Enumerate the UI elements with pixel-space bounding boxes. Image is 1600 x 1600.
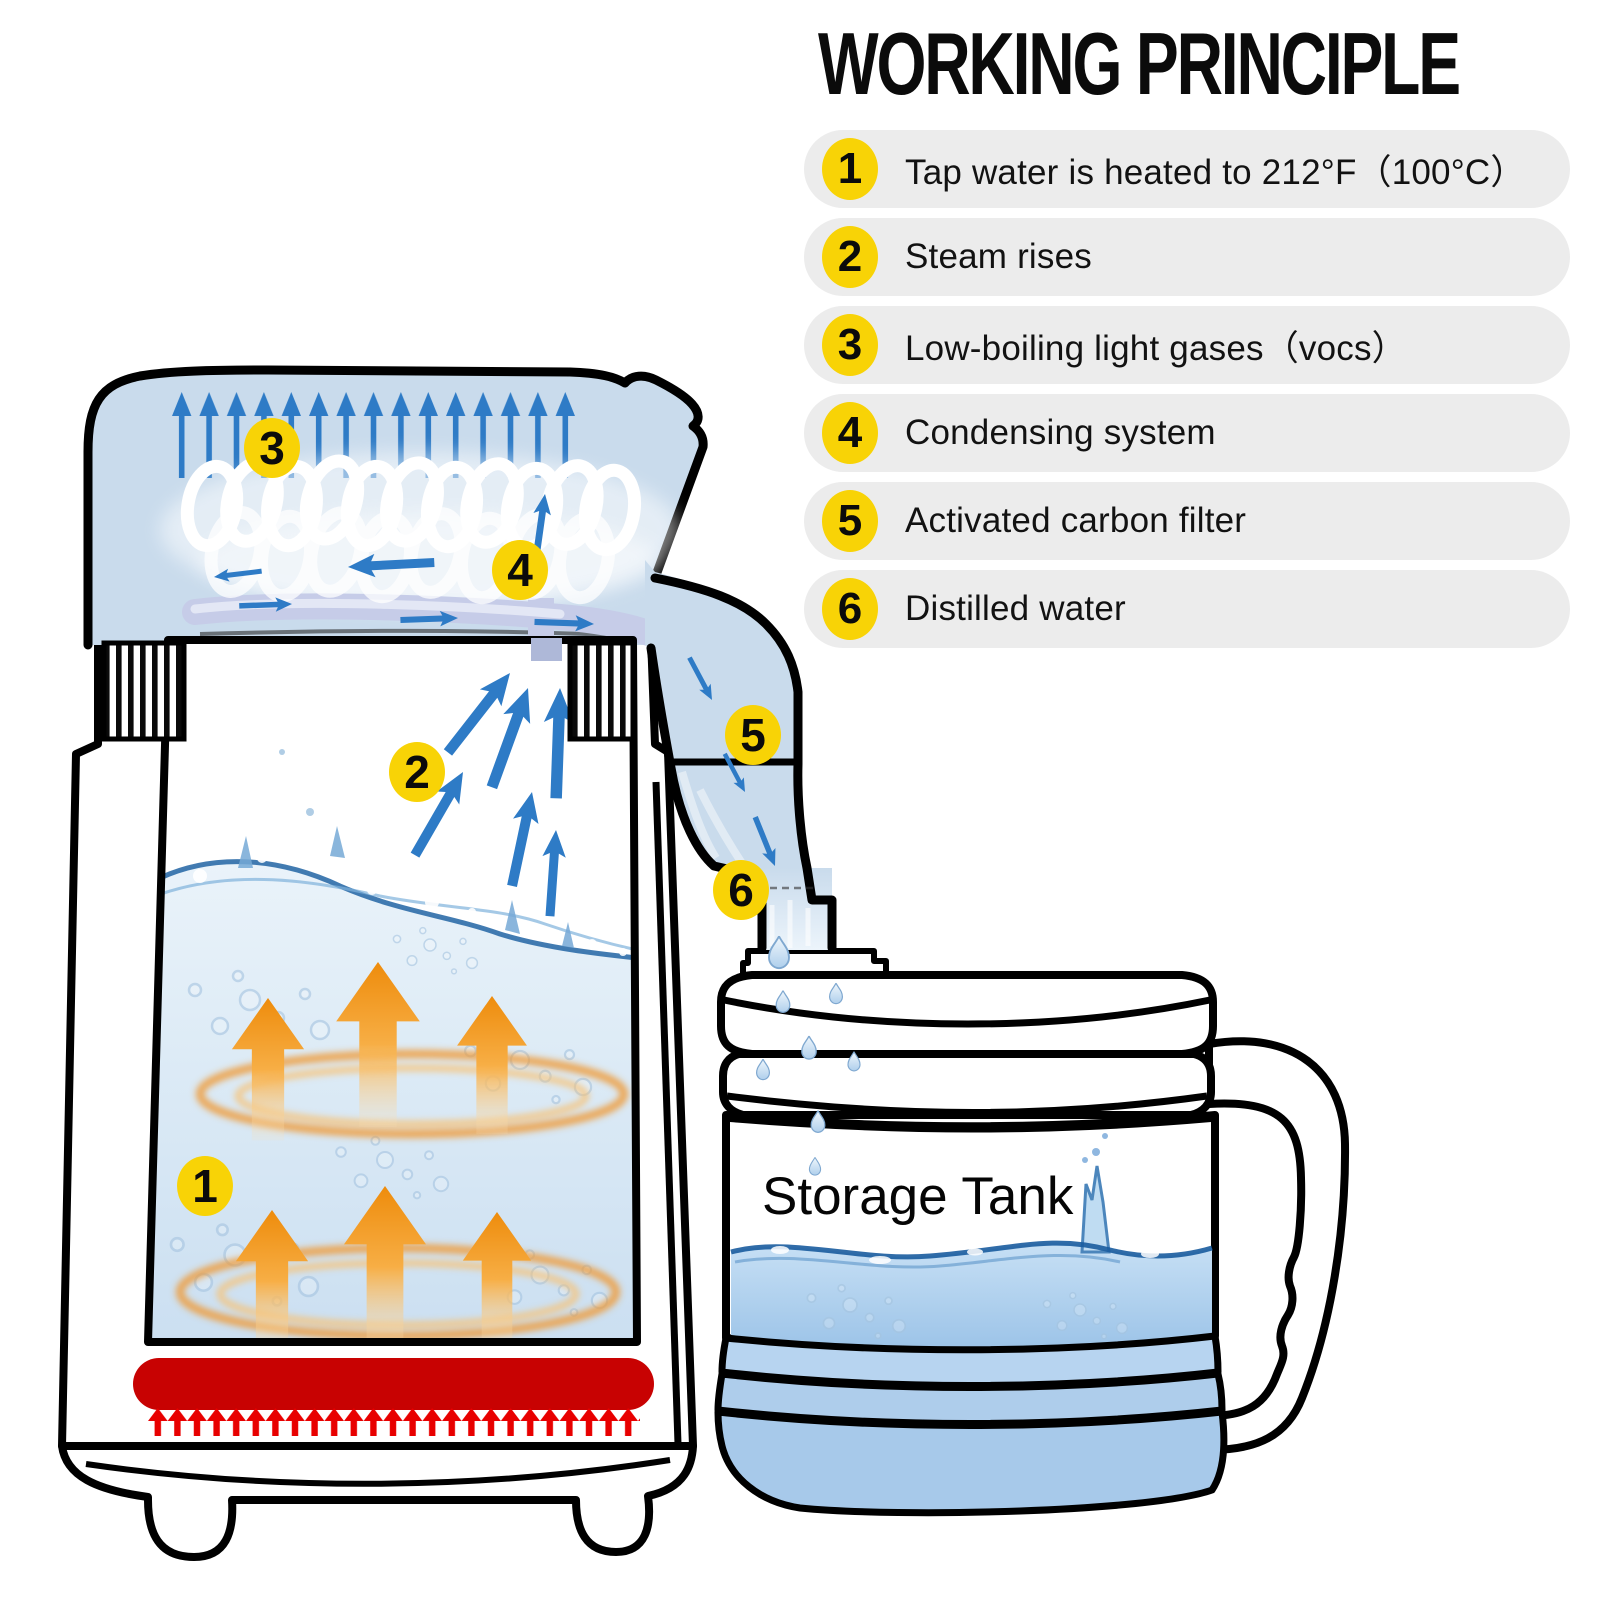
step-item-1: 1 Tap water is heated to 212°F（100°C） [804, 130, 1570, 209]
marker-4-number: 4 [507, 544, 533, 596]
step-item-2: 2 Steam rises [804, 218, 1570, 297]
storage-tank: Storage Tank [714, 935, 1350, 1517]
vent-grilles [101, 640, 636, 742]
step-text-2: Steam rises [905, 237, 1092, 277]
splash-spikes [238, 826, 574, 948]
marker-6-number: 6 [728, 864, 754, 916]
step-text-1: Tap water is heated to 212°F（100°C） [905, 152, 1526, 192]
tank-water [730, 1133, 1213, 1348]
step-item-6: 6 Distilled water [804, 570, 1570, 649]
marker-6: 6 [713, 860, 769, 920]
step-badge-4: 4 [822, 402, 878, 465]
marker-1-number: 1 [192, 1160, 218, 1212]
heating-element-glow-teeth [148, 1408, 640, 1436]
boiling-tank: 1 2 [144, 636, 641, 1346]
storage-tank-label: Storage Tank [762, 1167, 1074, 1226]
marker-3: 3 [244, 418, 300, 478]
marker-3-number: 3 [259, 422, 285, 474]
page-title: WORKING PRINCIPLE [818, 14, 1461, 113]
tank-handle [1205, 1037, 1350, 1454]
step-item-4: 4 Condensing system [804, 394, 1570, 473]
tank-lid [717, 971, 1217, 1119]
step-badge-2: 2 [822, 226, 878, 289]
step-text-5: Activated carbon filter [905, 501, 1247, 541]
right-vent-grille [567, 640, 636, 742]
step-text-6: Distilled water [905, 589, 1126, 629]
steps-list: 1 Tap water is heated to 212°F（100°C） 2 … [804, 130, 1570, 658]
step-badge-5: 5 [822, 490, 878, 553]
condensing-coil [160, 452, 713, 667]
surface-foam [193, 853, 627, 956]
filter-spout: 5 6 [645, 560, 837, 953]
step-badge-3: 3 [822, 314, 878, 377]
steam-nozzle [531, 638, 562, 661]
step-text-4: Condensing system [905, 413, 1216, 453]
tank-base-bands [714, 1332, 1228, 1517]
step-badge-6: 6 [822, 578, 878, 641]
marker-4: 4 [492, 540, 548, 600]
marker-2: 2 [389, 742, 445, 802]
step-badge-1: 1 [822, 138, 878, 201]
base-groove-line [85, 1457, 671, 1487]
heating-element [133, 1358, 654, 1436]
marker-5: 5 [725, 705, 781, 765]
marker-5-number: 5 [740, 709, 766, 761]
step-item-3: 3 Low-boiling light gases（vocs） [804, 306, 1570, 385]
legend-panel: WORKING PRINCIPLE 1 Tap water is heated … [804, 14, 1570, 658]
step-item-5: 5 Activated carbon filter [804, 482, 1570, 561]
condenser-dome: 3 4 [83, 365, 713, 667]
distiller-base [58, 1442, 697, 1561]
left-vent-grille [101, 640, 187, 742]
step-text-3: Low-boiling light gases（vocs） [905, 328, 1407, 368]
marker-2-number: 2 [404, 746, 430, 798]
body-right-edge-line [652, 781, 682, 1445]
marker-1: 1 [177, 1156, 233, 1216]
water-distiller: 3 4 [58, 365, 713, 1561]
